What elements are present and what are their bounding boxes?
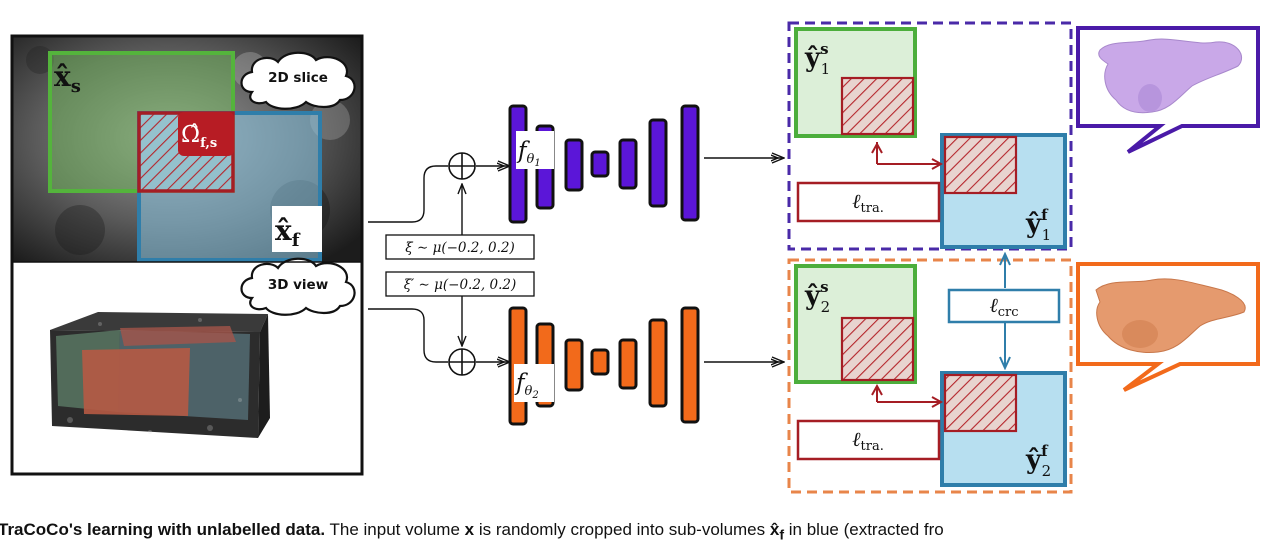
caption-text-3: in blue (extracted fro (784, 520, 944, 539)
svg-text:2D slice: 2D slice (268, 70, 328, 86)
figure-caption: TraCoCo's learning with unlabelled data.… (0, 520, 1280, 543)
xf-label-box (272, 206, 322, 252)
svg-text:fθ2: fθ2 (514, 370, 539, 401)
prediction-shape-orange (1076, 262, 1260, 392)
net-label-2: fθ2 (514, 364, 554, 402)
caption-x: x (464, 520, 475, 539)
caption-xf-sub: f (779, 527, 785, 543)
label-omega: Ω̂f,s (181, 122, 217, 151)
input-connectors (368, 166, 510, 362)
svg-text:ξ ∼ μ(−0.2, 0.2): ξ ∼ μ(−0.2, 0.2) (405, 240, 514, 256)
sum-node-top (448, 152, 476, 180)
input-panel-frame (10, 34, 364, 476)
net-label-1: fθ1 (516, 131, 554, 169)
cloud-3d-view: 3D view (240, 257, 356, 316)
cloud-2d-slice: 2D slice (240, 51, 356, 110)
loss-tra-arrows-1 (876, 142, 941, 164)
loss-crc-box (947, 288, 1061, 324)
caption-text-2: is randomly cropped into sub-volumes (474, 520, 770, 539)
loss-tra-box-2 (796, 419, 941, 461)
svg-text:ℓtra.: ℓtra. (852, 427, 884, 454)
loss-crc: ℓcrc (947, 254, 1061, 368)
caption-xf: x̂ (769, 520, 780, 539)
loss-tra-box-1 (796, 181, 941, 223)
volume-3d-render (50, 312, 270, 438)
svg-text:ξ′ ∼ μ(−0.2, 0.2): ξ′ ∼ μ(−0.2, 0.2) (404, 277, 517, 293)
output-arrows (704, 158, 784, 362)
caption-bold: TraCoCo's learning with unlabelled data. (0, 520, 326, 539)
label-x-s: x̂s (54, 60, 81, 97)
input-volume-panel: x̂s Ω̂f,s x̂f 2D slice (10, 34, 364, 476)
svg-text:ℓcrc: ℓcrc (989, 293, 1018, 320)
caption-text-1: The input volume (325, 520, 465, 539)
svg-text:ℓtra.: ℓtra. (852, 189, 884, 216)
svg-text:3D view: 3D view (268, 277, 328, 293)
noise-box-1: ξ ∼ μ(−0.2, 0.2) (385, 234, 535, 260)
noise-box-2: ξ′ ∼ μ(−0.2, 0.2) (385, 271, 535, 297)
prediction-shape-purple (1076, 26, 1260, 154)
svg-text:fθ1: fθ1 (516, 138, 541, 169)
omega-label-box (178, 112, 234, 156)
sum-node-bottom (448, 348, 476, 376)
label-x-f: x̂f (275, 214, 301, 251)
